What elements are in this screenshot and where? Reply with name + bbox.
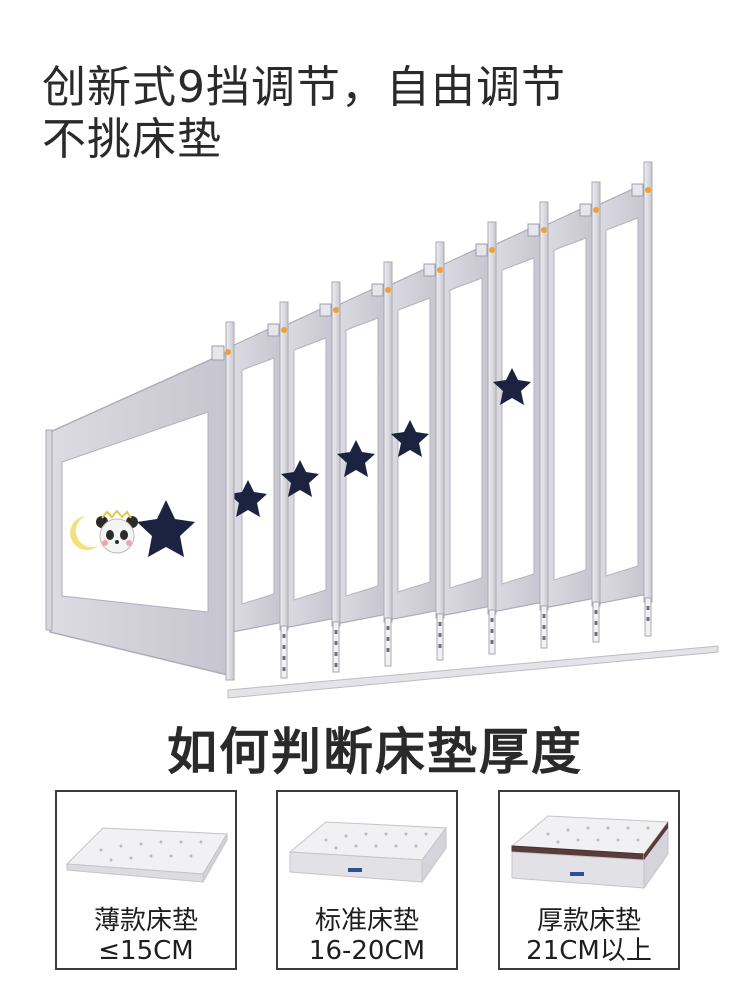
- rail-panel-window: [449, 277, 483, 589]
- mattress-card-spec: 21CM以上: [526, 936, 652, 966]
- lock-indicator: [437, 267, 443, 273]
- lock-clip: [579, 203, 592, 217]
- adjustment-hole: [438, 633, 442, 637]
- adjustment-leg: [384, 617, 392, 667]
- lock-clip: [527, 223, 540, 237]
- lock-indicator: [333, 307, 339, 313]
- adjustment-hole: [594, 632, 598, 636]
- adjustment-hole: [334, 630, 338, 634]
- mattress-card-label: 薄款床垫: [93, 906, 198, 936]
- adjustment-hole: [490, 640, 494, 644]
- adjustment-hole: [646, 617, 650, 621]
- star-icon: [137, 500, 195, 557]
- thin-mattress-icon: [65, 827, 228, 884]
- section-title: 如何判断床垫厚度: [167, 723, 583, 781]
- lock-indicator: [281, 327, 287, 333]
- mattress-card-spec: 16-20CM: [308, 936, 426, 966]
- moon-icon: [70, 516, 98, 550]
- mattress-card-standard: 标准床垫 16-20CM: [276, 790, 458, 970]
- headline-line-2: 不挑床垫: [42, 114, 222, 165]
- rail-pole: [643, 161, 653, 603]
- adjustment-hole: [594, 610, 598, 614]
- adjustment-hole: [438, 622, 442, 626]
- rail-pole: [383, 261, 393, 623]
- lock-indicator: [593, 207, 599, 213]
- adjustment-leg: [332, 621, 340, 673]
- adjustment-hole: [646, 606, 650, 610]
- rail-panel-window: [293, 337, 327, 601]
- lock-indicator: [645, 187, 651, 193]
- adjustment-hole: [282, 634, 286, 638]
- lock-clip: [423, 263, 436, 277]
- rail-panel-window: [605, 217, 639, 577]
- rail-pole: [539, 201, 549, 611]
- adjustment-hole: [490, 629, 494, 633]
- rail-pole: [435, 241, 445, 619]
- adjustment-hole: [386, 626, 390, 630]
- mattress-card-thick: 厚款床垫 21CM以上: [498, 790, 680, 970]
- star-decoration: [281, 460, 319, 497]
- adjustment-hole: [594, 621, 598, 625]
- lock-clip: [631, 183, 644, 197]
- headline-line-1: 创新式9挡调节，自由调节: [42, 62, 566, 113]
- mattress-card-thin: 薄款床垫 ≤15CM: [55, 790, 237, 970]
- adjustment-leg: [280, 625, 288, 679]
- lock-clip: [371, 283, 384, 297]
- adjustment-hole: [334, 641, 338, 645]
- rail-pole: [487, 221, 497, 615]
- adjustment-hole: [542, 614, 546, 618]
- rail-pole: [279, 301, 289, 631]
- rail-panel-window: [501, 257, 535, 585]
- rail-pole: [591, 181, 601, 607]
- lock-indicator: [541, 227, 547, 233]
- rail-panels: [229, 161, 653, 679]
- rail-panel-window: [241, 357, 275, 605]
- mattress-card-label: 厚款床垫: [536, 906, 641, 936]
- adjustment-hole: [334, 652, 338, 656]
- lock-indicator: [489, 247, 495, 253]
- headline: 创新式9挡调节，自由调节 不挑床垫: [42, 62, 566, 166]
- mattress-thickness-cards: 薄款床垫 ≤15CM 标准床垫 16-20CM: [0, 790, 750, 970]
- adjustment-hole: [334, 663, 338, 667]
- lock-indicator: [385, 287, 391, 293]
- adjustment-hole: [386, 648, 390, 652]
- star-decoration: [337, 440, 375, 477]
- star-decoration: [493, 368, 531, 405]
- bed-rail-illustration: [45, 161, 719, 699]
- adjustment-hole: [542, 636, 546, 640]
- lock-clip: [267, 323, 280, 337]
- adjustment-hole: [438, 644, 442, 648]
- adjustment-hole: [542, 625, 546, 629]
- rail-panel-window: [553, 237, 587, 581]
- adjustment-hole: [282, 667, 286, 671]
- panda-icon: [96, 509, 138, 554]
- front-panel: [45, 321, 235, 681]
- adjustment-hole: [490, 618, 494, 622]
- mattress-card-label: 标准床垫: [314, 906, 419, 936]
- thick-mattress-icon: [510, 815, 669, 890]
- star-decoration: [229, 480, 267, 517]
- mattress-card-spec: ≤15CM: [98, 936, 194, 966]
- lock-clip: [319, 303, 332, 317]
- adjustment-hole: [282, 645, 286, 649]
- star-decoration: [391, 420, 429, 457]
- standard-mattress-icon: [288, 821, 447, 884]
- base-rail: [227, 645, 719, 699]
- lock-clip: [475, 243, 488, 257]
- adjustment-hole: [282, 656, 286, 660]
- adjustment-hole: [386, 637, 390, 641]
